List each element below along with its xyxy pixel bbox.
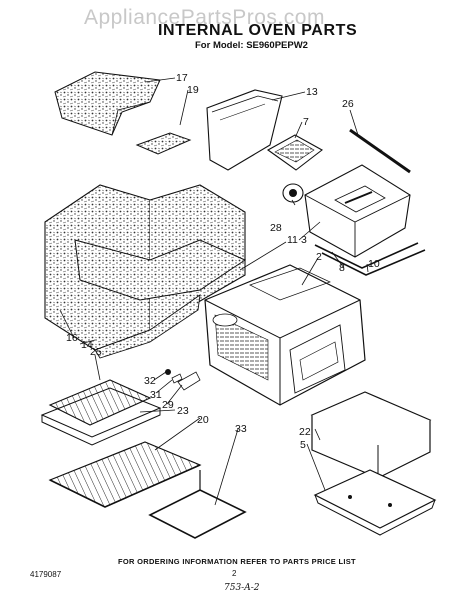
callout-10: 10 bbox=[368, 258, 380, 270]
callout-22: 22 bbox=[299, 426, 311, 438]
part-20-oven-rack bbox=[48, 441, 202, 508]
part-28-knob bbox=[282, 183, 304, 203]
ordering-note: FOR ORDERING INFORMATION REFER TO PARTS … bbox=[118, 557, 356, 566]
callout-25: 25 bbox=[90, 346, 102, 358]
part-8-element-rod bbox=[314, 242, 419, 269]
part-33-rack-support bbox=[148, 470, 247, 539]
callout-16: 16 bbox=[66, 332, 78, 344]
part-23-broiler-pan bbox=[40, 387, 162, 446]
part-29-bracket bbox=[177, 371, 201, 391]
callout-26: 26 bbox=[342, 98, 354, 110]
callout-11: 11 bbox=[287, 234, 298, 246]
leader-lines bbox=[59, 77, 369, 506]
callout-3: 3 bbox=[301, 234, 307, 246]
part-7-vent-cover bbox=[266, 134, 323, 171]
diagram-title: INTERNAL OVEN PARTS bbox=[158, 22, 358, 39]
page-number: 2 bbox=[232, 569, 237, 578]
part-10-element-rod bbox=[321, 249, 426, 276]
callout-28: 28 bbox=[270, 222, 282, 234]
part-31-clip bbox=[171, 373, 183, 384]
callout-17: 17 bbox=[176, 72, 188, 84]
callout-2: 2 bbox=[316, 251, 322, 263]
callout-31: 31 bbox=[150, 389, 162, 401]
callout-19: 19 bbox=[187, 84, 199, 96]
part-14-inner-insulation bbox=[74, 239, 247, 359]
part-17-top-insulation bbox=[54, 71, 161, 136]
callout-14: 14 bbox=[81, 339, 93, 351]
callout-33: 33 bbox=[235, 423, 247, 435]
part-22-drawer-liner bbox=[310, 391, 432, 479]
part-5-drawer-pan bbox=[313, 469, 437, 536]
callout-7: 7 bbox=[303, 116, 309, 128]
callout-13: 13 bbox=[306, 86, 318, 98]
callout-23: 23 bbox=[177, 405, 189, 417]
callout-29: 29 bbox=[162, 399, 174, 411]
handwritten-note: 753-A-2 bbox=[224, 583, 260, 593]
watermark: AppliancePartsPros.com bbox=[84, 6, 325, 29]
part-13-vent-duct bbox=[206, 89, 283, 171]
callout-5: 5 bbox=[300, 439, 306, 451]
part-3-element-housing bbox=[304, 164, 411, 258]
part-25-broiler-grid bbox=[48, 379, 152, 426]
part-19-insulation-pad bbox=[135, 132, 192, 155]
model-line: For Model: SE960PEPW2 bbox=[195, 40, 308, 51]
callout-20: 20 bbox=[197, 414, 209, 426]
document-number: 4179087 bbox=[30, 570, 62, 579]
callout-8: 8 bbox=[339, 262, 345, 274]
part-32-screw bbox=[165, 369, 171, 375]
part-26-rod bbox=[349, 127, 412, 174]
callout-32: 32 bbox=[144, 375, 156, 387]
part-2-oven-liner bbox=[204, 264, 366, 406]
